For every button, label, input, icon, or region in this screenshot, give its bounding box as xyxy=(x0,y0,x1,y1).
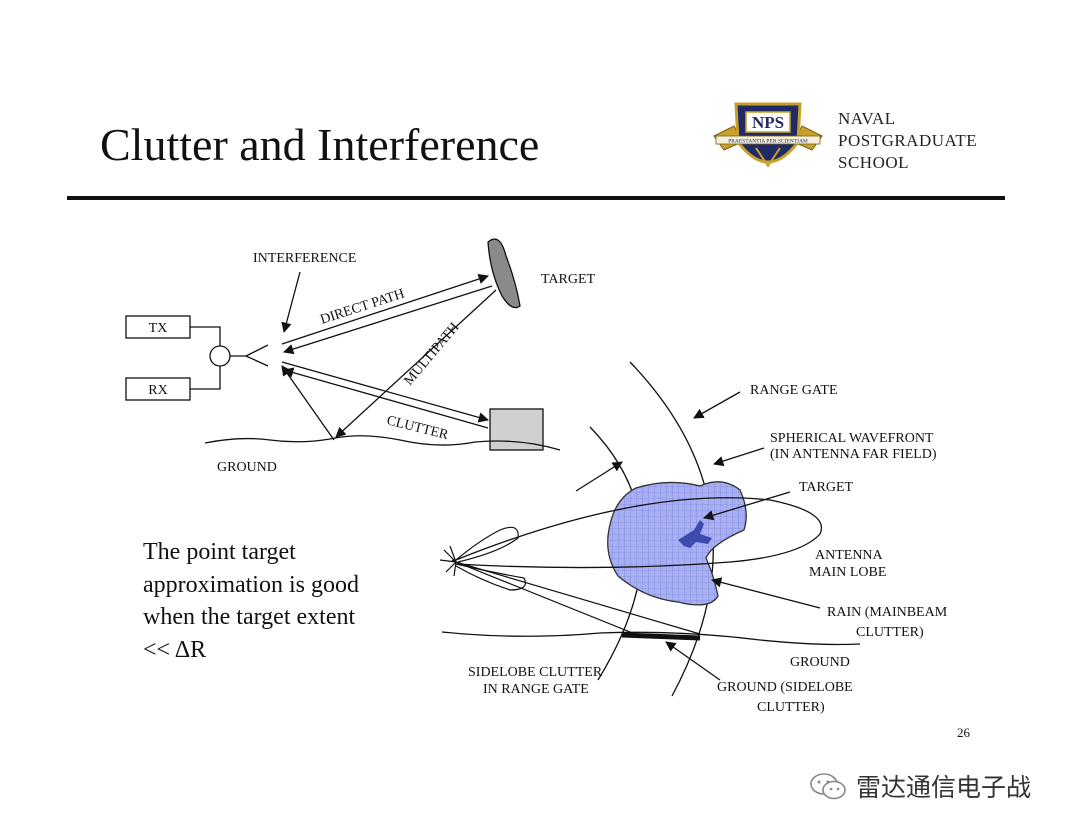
target-label-left: TARGET xyxy=(541,272,596,287)
title-rule xyxy=(67,196,1005,200)
antenna-sidelobes xyxy=(439,545,457,577)
ground-line-left xyxy=(204,435,561,451)
note-line: when the target extent xyxy=(143,604,356,630)
multipath-diagram: TX RX INTERFERENCE TARGET DIRECT PATH MU… xyxy=(125,238,596,475)
range-gate-label: RANGE GATE xyxy=(750,383,838,398)
tx-label: TX xyxy=(149,321,168,336)
logo-motto: PRAESTANTIA PER SCIENTIAM xyxy=(728,139,808,145)
wavefront-label-line1: SPHERICAL WAVEFRONT xyxy=(770,431,934,446)
note-line: approximation is good xyxy=(143,571,359,598)
watermark-text: 雷达通信电子战 xyxy=(856,773,1032,802)
note-line: The point target xyxy=(143,539,296,565)
sidelobe-clutter-label-line1: SIDELOBE CLUTTER xyxy=(468,665,603,680)
sidelobe-clutter-label-line2: IN RANGE GATE xyxy=(483,682,589,697)
target-label-right: TARGET xyxy=(799,480,854,495)
point-target-note: The point target approximation is good w… xyxy=(143,536,359,666)
wavefront-label-line2: (IN ANTENNA FAR FIELD) xyxy=(770,447,937,462)
ground-sidelobe-label-line1: GROUND (SIDELOBE xyxy=(717,680,853,695)
page-number: 26 xyxy=(957,725,970,740)
school-line: POSTGRADUATE xyxy=(838,131,978,150)
logo-badge-text: NPS xyxy=(752,113,784,132)
range-gate-diagram: RANGE GATE SPHERICAL WAVEFRONT (IN ANTEN… xyxy=(439,361,948,715)
ground-line-right xyxy=(441,631,861,646)
antenna-main-lobe xyxy=(455,497,823,569)
rain-label-line2: CLUTTER) xyxy=(856,625,924,640)
school-line: NAVAL xyxy=(838,109,896,128)
rx-label: RX xyxy=(148,383,167,398)
aircraft-icon xyxy=(678,520,712,548)
main-lobe-label-line1: ANTENNA xyxy=(815,548,884,563)
clutter-object xyxy=(489,408,544,451)
wechat-icon xyxy=(810,773,846,800)
interference-label: INTERFERENCE xyxy=(253,251,356,266)
circulator-icon xyxy=(209,345,231,367)
school-name: NAVAL POSTGRADUATE SCHOOL xyxy=(838,108,977,174)
multipath-label: MULTIPATH xyxy=(402,320,463,388)
slide-title: Clutter and Interference xyxy=(100,119,540,170)
school-line: SCHOOL xyxy=(838,153,910,172)
ground-label-right: GROUND xyxy=(790,655,850,670)
nps-logo: NPS PRAESTANTIA PER SCIENTIAM xyxy=(713,102,823,168)
note-line: << ΔR xyxy=(143,636,207,663)
rain-label-line1: RAIN (MAINBEAM xyxy=(827,605,948,620)
ground-label-left: GROUND xyxy=(217,460,277,475)
aircraft-target-shape xyxy=(487,238,521,309)
ground-sidelobe-label-line2: CLUTTER) xyxy=(757,700,825,715)
watermark: 雷达通信电子战 xyxy=(808,768,1031,804)
sidelobe-ground-patch xyxy=(621,632,701,641)
antenna-icon xyxy=(230,344,269,367)
main-lobe-label-line2: MAIN LOBE xyxy=(809,565,886,580)
